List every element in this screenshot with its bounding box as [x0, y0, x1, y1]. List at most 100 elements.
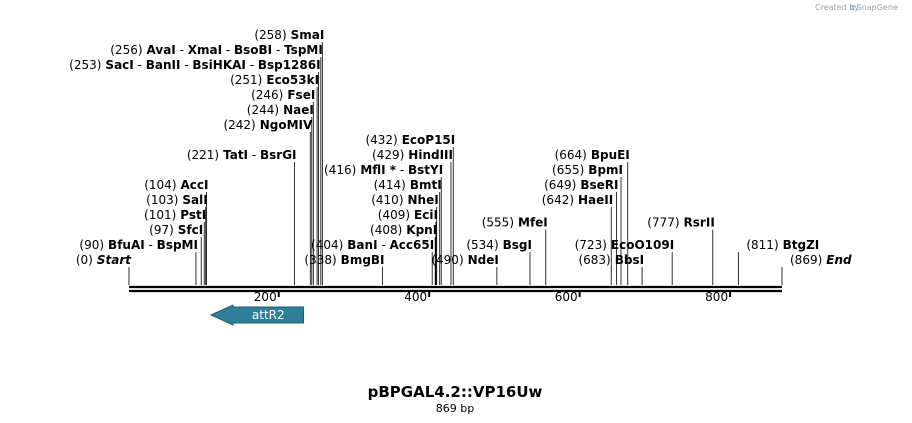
site-label: (777) RsrII: [647, 216, 715, 230]
site-labels: (0)Start (338) BmgBI (490)NdeI (683)BbsI (869…: [69, 28, 852, 267]
site-label: (410)NheI: [371, 193, 438, 207]
enzyme-name: MfeI: [518, 216, 548, 230]
site-label: (338) BmgBI: [304, 253, 384, 267]
enzyme-name: BpmI: [588, 163, 623, 177]
restriction-site[interactable]: (256)AvaI - XmaI - BsoBI - TspMI: [110, 43, 323, 57]
enzyme-name: Bsp1286I: [258, 58, 321, 72]
enzyme-name: RsrII: [684, 216, 715, 230]
restriction-site[interactable]: (416)MflI * - BstYI: [324, 163, 443, 177]
site-position: (664): [555, 148, 587, 162]
restriction-site[interactable]: (664)BpuEI: [555, 148, 630, 162]
enzyme-separator: -: [246, 58, 258, 72]
restriction-site[interactable]: (429) HindIII: [372, 148, 453, 162]
restriction-site[interactable]: (723) EcoO109I: [575, 238, 675, 252]
restriction-site[interactable]: (244)NaeI: [247, 103, 314, 117]
restriction-site[interactable]: (409)EciI: [378, 208, 438, 222]
site-position: (253): [69, 58, 101, 72]
site-position: (683): [578, 253, 610, 267]
site-position: (642): [542, 193, 574, 207]
site-label: (429) HindIII: [372, 148, 453, 162]
restriction-site[interactable]: (338) BmgBI: [304, 253, 384, 267]
site-position: (655): [552, 163, 584, 177]
restriction-site[interactable]: (655) BpmI: [552, 163, 623, 177]
sequence-backbone: [129, 285, 782, 293]
site-position: (723): [575, 238, 607, 252]
site-label: (555)MfeI: [482, 216, 548, 230]
restriction-site[interactable]: (490)NdeI: [431, 253, 499, 267]
restriction-site[interactable]: (221)TatI - BsrGI: [187, 148, 297, 162]
site-position: (338): [304, 253, 336, 267]
plasmid-name: pBPGAL4.2::VP16Uw: [368, 383, 543, 401]
enzyme-name: Acc65I: [390, 238, 435, 252]
enzyme-name: MflI *: [360, 163, 396, 177]
site-position: (414): [374, 178, 406, 192]
enzyme-name: AvaI: [147, 43, 176, 57]
enzyme-separator: -: [396, 163, 408, 177]
restriction-site[interactable]: (242)NgoMIV: [223, 118, 313, 132]
restriction-site[interactable]: (534)BsgI: [466, 238, 532, 252]
site-position: (429): [372, 148, 404, 162]
site-position: (244): [247, 103, 279, 117]
site-position: (104): [144, 178, 176, 192]
restriction-site[interactable]: (811)BtgZI: [746, 238, 819, 252]
restriction-site[interactable]: (246)FseI: [251, 88, 315, 102]
restriction-site[interactable]: (251) Eco53kI: [230, 73, 319, 87]
restriction-site[interactable]: (432)EcoP15I: [365, 133, 455, 147]
restriction-site[interactable]: (103)SalI: [146, 193, 208, 207]
site-label: (642)HaeII: [542, 193, 613, 207]
restriction-site[interactable]: (408)KpnI: [370, 223, 437, 237]
enzyme-name: HindIII: [408, 148, 453, 162]
enzyme-name: EcoO109I: [611, 238, 674, 252]
plasmid-size: 869 bp: [436, 402, 474, 415]
site-position: (410): [371, 193, 403, 207]
site-position: (251): [230, 73, 262, 87]
site-position: (242): [223, 118, 255, 132]
enzyme-separator: -: [248, 148, 260, 162]
enzyme-name: Eco53kI: [266, 73, 319, 87]
site-label: (534)BsgI: [466, 238, 532, 252]
enzyme-name: BanII: [146, 58, 181, 72]
site-position: (432): [365, 133, 397, 147]
enzyme-name: SacI: [105, 58, 133, 72]
enzyme-separator: -: [272, 43, 284, 57]
site-label: (0)Start: [76, 253, 132, 267]
site-position: (777): [647, 216, 679, 230]
site-position: (221): [187, 148, 219, 162]
site-label: (221)TatI - BsrGI: [187, 148, 297, 162]
restriction-site[interactable]: (97)SfcI: [149, 223, 203, 237]
site-label: (258)SmaI: [254, 28, 324, 42]
restriction-site[interactable]: (410)NheI: [371, 193, 438, 207]
restriction-site[interactable]: (253)SacI - BanII - BsiHKAI - Bsp1286I: [69, 58, 320, 72]
restriction-site[interactable]: (555)MfeI: [482, 216, 548, 230]
site-position: (490): [431, 253, 463, 267]
site-position: (534): [466, 238, 498, 252]
restriction-site[interactable]: (104) AccI: [144, 178, 208, 192]
site-label: (244)NaeI: [247, 103, 314, 117]
restriction-site[interactable]: (404)BanI - Acc65I: [311, 238, 434, 252]
restriction-site[interactable]: (90)BfuAI - BspMI: [79, 238, 198, 252]
restriction-site[interactable]: (414)BmtI: [374, 178, 442, 192]
enzyme-name: FseI: [287, 88, 315, 102]
site-position: (408): [370, 223, 402, 237]
restriction-site[interactable]: (869)End: [790, 253, 852, 267]
enzyme-separator: -: [176, 43, 188, 57]
restriction-site[interactable]: (649)BseRI: [544, 178, 618, 192]
enzyme-separator: -: [378, 238, 390, 252]
restriction-site[interactable]: (0)Start: [76, 253, 132, 267]
restriction-site[interactable]: (642)HaeII: [542, 193, 613, 207]
enzyme-name: AccI: [181, 178, 209, 192]
restriction-site[interactable]: (777) RsrII: [647, 216, 715, 230]
enzyme-name: SmaI: [291, 28, 325, 42]
restriction-site[interactable]: (101)PstI: [144, 208, 206, 222]
restriction-site[interactable]: (683)BbsI: [578, 253, 644, 267]
feature-arrow[interactable]: [209, 304, 305, 326]
enzyme-name: Start: [97, 253, 132, 267]
enzyme-separator: -: [222, 43, 234, 57]
site-label: (655) BpmI: [552, 163, 623, 177]
restriction-site[interactable]: (258)SmaI: [254, 28, 324, 42]
enzyme-name: BmgBI: [341, 253, 385, 267]
site-position: (649): [544, 178, 576, 192]
enzyme-name: BsrGI: [260, 148, 297, 162]
site-label: (90)BfuAI - BspMI: [79, 238, 198, 252]
